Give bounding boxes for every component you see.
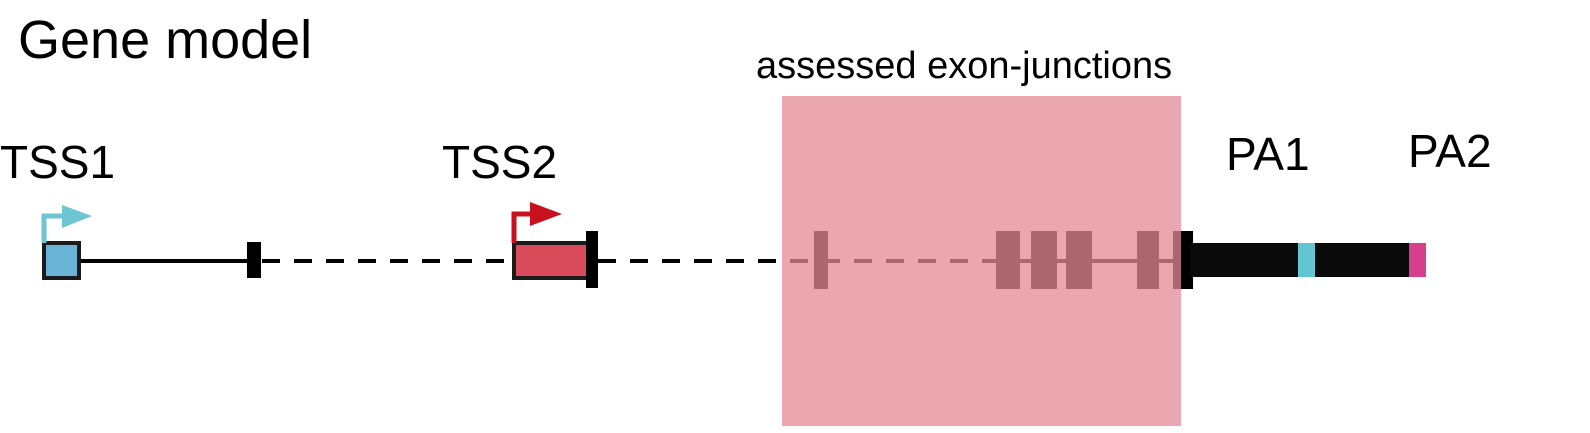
pa2-marker: [1409, 243, 1426, 277]
tss2-label: TSS2: [442, 136, 557, 188]
tss1-exon: [42, 241, 81, 280]
figure-title: Gene model: [18, 10, 312, 70]
tss2-arrow-icon: [511, 202, 562, 243]
assessed-region: [782, 96, 1181, 426]
tss1-label: TSS1: [0, 136, 115, 188]
pa2-label: PA2: [1408, 125, 1492, 177]
pa1-label: PA1: [1226, 128, 1310, 180]
tss1-arrow-icon: [41, 205, 92, 243]
exon-2: [247, 242, 261, 278]
tss2-exon-edge: [586, 231, 598, 288]
pa1-marker: [1298, 243, 1315, 277]
region-label: assessed exon-junctions: [756, 45, 1172, 87]
tss2-exon: [512, 241, 592, 280]
